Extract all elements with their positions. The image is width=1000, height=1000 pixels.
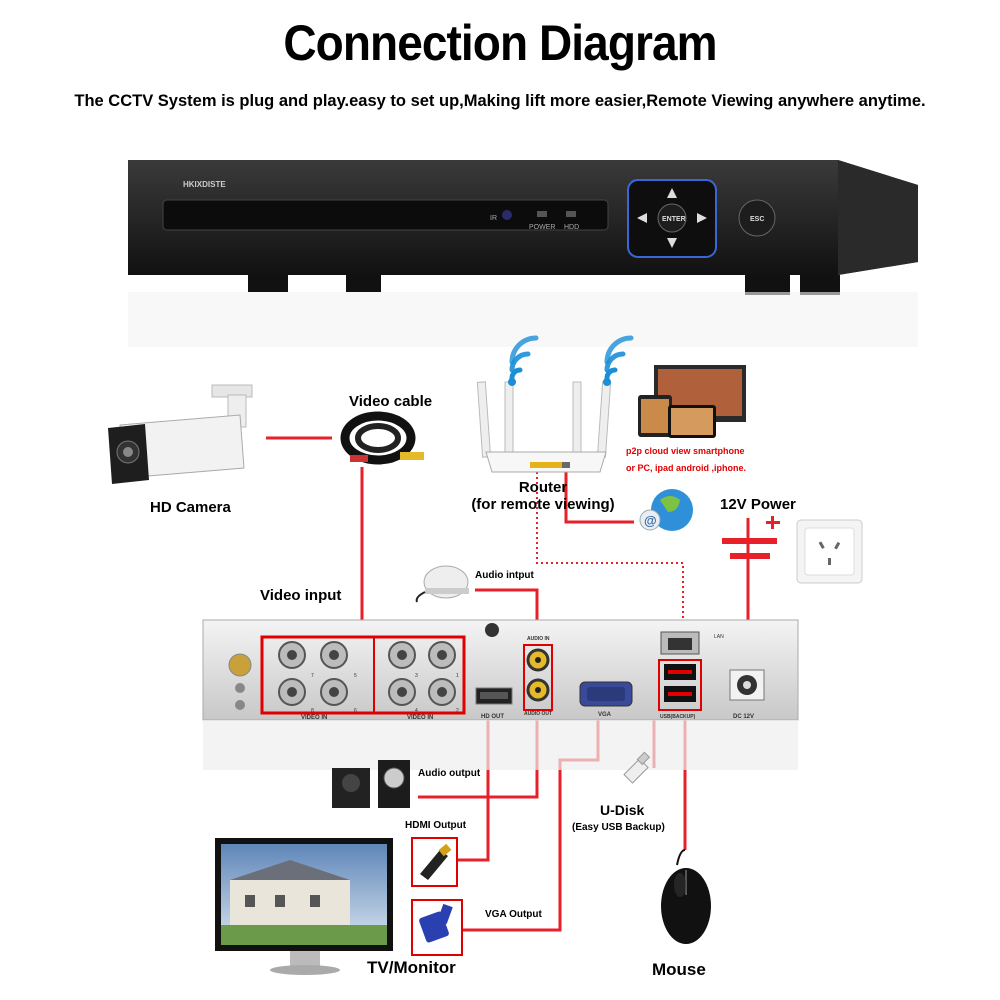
- microphone-icon: [415, 565, 469, 603]
- power-label: POWER: [529, 224, 555, 231]
- router-label-line1: Router: [518, 479, 568, 496]
- p2p-label-line1: p2p cloud view smartphone: [626, 446, 745, 456]
- ch-2-label: 2: [456, 708, 459, 714]
- video-cable-coil: [340, 411, 424, 465]
- u-disk-icon: [623, 751, 651, 784]
- ch-7-label: 7: [311, 673, 314, 679]
- dvr-front-unit: [128, 160, 918, 347]
- tv-monitor-label: TV/Monitor: [367, 958, 456, 977]
- hdd-led: [566, 211, 576, 217]
- mouse-icon: [661, 849, 711, 944]
- vga-port: [579, 681, 633, 707]
- page-title: Connection Diagram: [283, 15, 717, 71]
- ch-3-label: 3: [415, 673, 418, 679]
- ch-5-label: 5: [354, 673, 357, 679]
- wifi-signal-right-icon: [604, 335, 634, 381]
- dc-label: DC 12V: [733, 714, 754, 720]
- down-arrow-icon: [667, 238, 677, 248]
- u-disk-label-line1: U-Disk: [600, 802, 645, 818]
- power-led: [537, 211, 547, 217]
- u-disk-label: U-Disk (Easy USB Backup): [572, 802, 665, 836]
- audio-in-label: AUDIO IN: [527, 636, 550, 642]
- lan-label: LAN: [714, 634, 724, 640]
- hd-out-label: HD OUT: [481, 714, 504, 720]
- video-cable-label: Video cable: [349, 393, 433, 410]
- hd-camera-label: HD Camera: [150, 499, 231, 516]
- audio-ports: [523, 644, 553, 711]
- hdd-label: HDD: [564, 224, 579, 231]
- ch-6-label: 6: [354, 708, 357, 714]
- router-to-cloud-line: [564, 472, 634, 524]
- usb-label: USB(BACKUP): [660, 714, 696, 720]
- wifi-signal-left-icon: [509, 335, 539, 381]
- video-input-highlight: [260, 635, 466, 715]
- video-in-right-label: VIDEO IN: [407, 715, 433, 721]
- ch-8-label: 8: [311, 708, 314, 714]
- p2p-label-line2: or PC, ipad android ,iphone.: [626, 463, 747, 473]
- esc-label: ESC: [750, 216, 764, 223]
- router-to-lan-dotted-line: [536, 472, 684, 630]
- lan-usb-ports: [658, 631, 702, 711]
- video-in-left-label: VIDEO IN: [301, 715, 327, 721]
- router-label-line2: (for remote viewing): [471, 496, 615, 513]
- audio-out-label: AUDIO OUT: [524, 711, 552, 717]
- svg-text:@: @: [644, 513, 657, 528]
- enter-label: ENTER: [662, 216, 686, 223]
- wall-socket-icon: [796, 519, 863, 584]
- vga-cable-icon: [411, 899, 463, 956]
- power-label-12v: 12V Power: [720, 496, 796, 513]
- audio-output-label: Audio output: [418, 768, 481, 779]
- hdmi-cable-icon: [411, 837, 458, 887]
- dc-power-port: [729, 669, 765, 701]
- audio-input-label: Audio intput: [475, 570, 534, 581]
- p2p-label: p2p cloud view smartphone or PC, ipad an…: [626, 443, 746, 477]
- power-symbol-icon: [722, 516, 780, 559]
- dvr-brand-label: HKIXDISTE: [183, 180, 226, 189]
- mouse-label: Mouse: [652, 960, 706, 979]
- tv-monitor: [215, 838, 393, 975]
- up-arrow-icon: [667, 188, 677, 198]
- hd-camera: [108, 384, 253, 484]
- right-arrow-icon: [697, 213, 707, 223]
- ir-led: [502, 210, 512, 220]
- video-in-ports: [260, 635, 466, 715]
- cloud-globe-icon: @: [639, 489, 693, 531]
- vga-label: VGA: [598, 712, 612, 718]
- vga-output-label: VGA Output: [485, 909, 542, 920]
- p2p-devices-image: [638, 365, 746, 438]
- hdmi-output-label: HDMI Output: [405, 820, 467, 831]
- ir-label: IR: [490, 215, 497, 222]
- ground-screw-icon: [228, 653, 252, 677]
- ch-1-label: 1: [456, 673, 459, 679]
- router: [476, 381, 612, 473]
- u-disk-label-line2: (Easy USB Backup): [572, 822, 665, 833]
- hdmi-port: [475, 687, 513, 705]
- speakers-icon: [332, 760, 410, 808]
- page-subtitle: The CCTV System is plug and play.easy to…: [74, 92, 926, 110]
- video-input-label: Video input: [260, 587, 342, 604]
- left-arrow-icon: [637, 213, 647, 223]
- ch-4-label: 4: [415, 708, 418, 714]
- router-label: Router (for remote viewing): [463, 479, 623, 513]
